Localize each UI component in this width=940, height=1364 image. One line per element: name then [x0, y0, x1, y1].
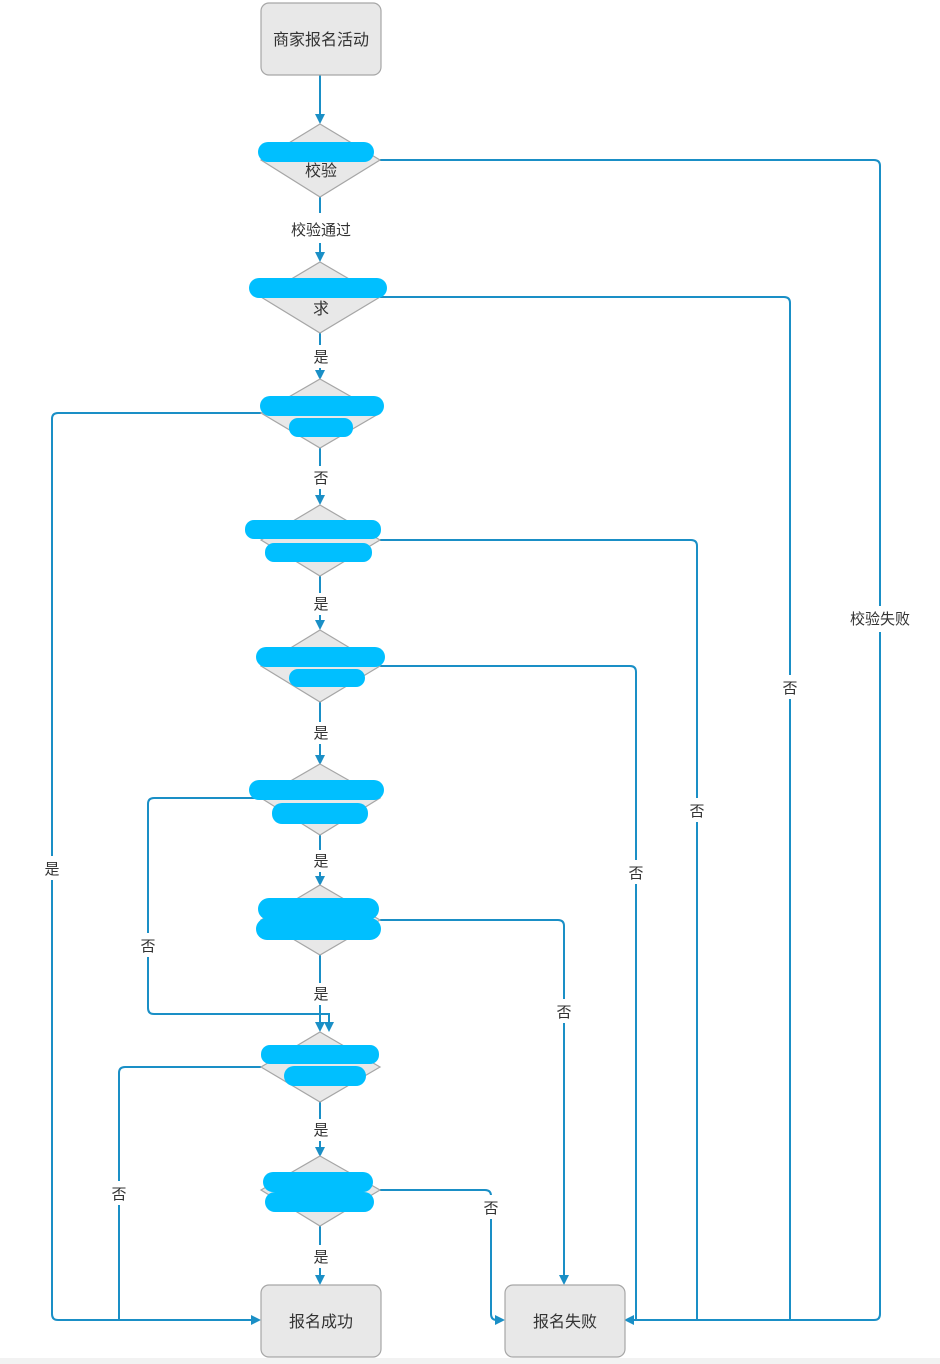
bottom-strip — [0, 1358, 940, 1364]
edge-label-d9-yes: 是 — [313, 1248, 328, 1266]
edge-label-check-pass: 校验通过 — [291, 221, 351, 239]
start-node-label: 商家报名活动 — [273, 30, 369, 49]
redaction-bar — [289, 418, 353, 437]
label-bg — [626, 860, 646, 884]
edge-label-d4-yes: 是 — [313, 595, 328, 613]
redaction-bar — [249, 780, 384, 800]
redaction-bar — [258, 898, 379, 920]
fail-node-label: 报名失败 — [533, 1312, 597, 1331]
redaction-bar — [261, 1045, 379, 1064]
redaction-bar — [249, 278, 387, 298]
redaction-bar — [260, 396, 384, 416]
edge-label-d5-yes: 是 — [313, 724, 328, 742]
edge-d5-no — [380, 665, 637, 1320]
edge-label-d5-no: 否 — [628, 864, 643, 882]
label-bg — [840, 606, 920, 632]
edge-labels: 校验通过 校验失败 是 否 是 否 是 否 是 否 是 否 是 否 是 否 是 … — [42, 221, 920, 1266]
edge-label-d3-yes: 是 — [44, 860, 59, 878]
edge-d2-no — [380, 296, 791, 1320]
edge-label-d7-no: 否 — [556, 1003, 571, 1021]
edge-label-d4-no: 否 — [689, 802, 704, 820]
edge-label-d2-yes: 是 — [313, 348, 328, 366]
edge-label-d3-no: 否 — [313, 469, 328, 487]
redaction-bar — [284, 1066, 366, 1086]
label-bg — [138, 933, 158, 957]
label-bg — [109, 1181, 129, 1205]
redaction-bar — [263, 1172, 373, 1192]
redaction-bar — [258, 142, 374, 162]
label-bg — [554, 999, 574, 1023]
redactions — [245, 142, 387, 1212]
decision-4 — [259, 504, 382, 577]
edge-label-d7-yes: 是 — [313, 985, 328, 1003]
redaction-bar — [289, 669, 365, 687]
edge-label-d8-yes: 是 — [313, 1121, 328, 1139]
decision-2-label: 求 — [313, 299, 329, 318]
edge-label-d6-no: 否 — [140, 937, 155, 955]
redaction-bar — [245, 520, 381, 539]
label-bg — [780, 675, 800, 699]
success-node-label: 报名成功 — [289, 1312, 353, 1331]
redaction-bar — [256, 918, 381, 940]
label-bg — [42, 856, 62, 880]
label-bg — [481, 1195, 501, 1219]
edges — [51, 75, 881, 1325]
edge-d6-no — [147, 797, 334, 1032]
edge-d4-no — [380, 539, 698, 1320]
edge-label-d2-no: 否 — [782, 679, 797, 697]
redaction-bar — [272, 803, 368, 824]
edge-check-fail — [380, 159, 881, 1325]
redaction-bar — [265, 543, 372, 562]
redaction-bar — [265, 1192, 374, 1212]
fail-node — [504, 1284, 626, 1358]
label-bg — [687, 798, 707, 822]
edge-label-d6-yes: 是 — [313, 852, 328, 870]
success-node — [260, 1284, 382, 1358]
edge-label-d9-no: 否 — [483, 1199, 498, 1217]
edge-label-d8-no: 否 — [111, 1185, 126, 1203]
edge-d9-no — [380, 1189, 505, 1325]
edge-d3-yes — [51, 412, 261, 1325]
start-node — [260, 2, 382, 76]
edge-d7-no — [380, 919, 569, 1285]
decision-check-label: 校验 — [305, 161, 337, 180]
edge-label-check-fail: 校验失败 — [850, 610, 910, 628]
redaction-bar — [256, 647, 385, 667]
edge-d8-no — [118, 1066, 261, 1320]
